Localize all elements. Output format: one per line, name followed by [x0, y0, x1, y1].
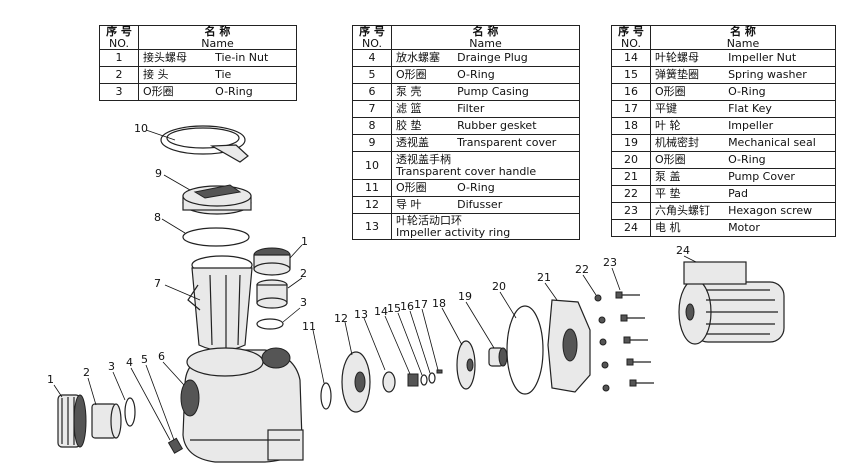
header-no: 序 号 NO.	[99, 24, 139, 51]
part-tie-left	[91, 403, 122, 439]
header-name: 名 称 Name	[391, 24, 580, 51]
callout-4: 4	[126, 356, 133, 369]
callout-16: 16	[400, 300, 414, 313]
part-pump-casing	[180, 347, 304, 463]
callout-10: 10	[134, 122, 148, 135]
callout-15: 15	[387, 302, 401, 315]
part-pump-cover	[547, 299, 591, 393]
part-impeller-nut	[407, 373, 419, 387]
callout-24: 24	[676, 244, 690, 257]
part-mechanical-seal	[488, 347, 508, 367]
part-impeller	[456, 340, 476, 390]
header-no: 序 号 NO.	[352, 24, 392, 51]
table-row: 2 接 头 Tie	[99, 66, 298, 85]
row-name-cn: 叶轮活动口环	[396, 214, 462, 228]
part-cover-handle	[160, 125, 249, 163]
part-rubber-gasket	[182, 227, 250, 247]
callout-7: 7	[154, 277, 161, 290]
part-hexagon-screws	[615, 291, 654, 387]
callout-12: 12	[334, 312, 348, 325]
part-tie-in-nut-left	[57, 394, 87, 448]
callout-1: 1	[301, 235, 308, 248]
callout-23: 23	[603, 256, 617, 269]
callout-20: 20	[492, 280, 506, 293]
callout-21: 21	[537, 271, 551, 284]
callout-3-left: 3	[108, 360, 115, 373]
callout-1-left: 1	[47, 373, 54, 386]
part-diffuser	[341, 351, 371, 413]
part-transparent-cover	[182, 184, 252, 215]
part-motor	[678, 261, 785, 345]
part-drain-plug	[167, 437, 184, 454]
table-row: 13 叶轮活动口环 Impeller activity ring	[352, 213, 580, 241]
leader-lines	[53, 129, 697, 441]
callout-9: 9	[155, 167, 162, 180]
header-no: 序 号 NO.	[611, 24, 651, 51]
callout-22: 22	[575, 263, 589, 276]
row-name-cn: 透视盖手柄	[396, 152, 451, 166]
part-tie-upper	[256, 279, 288, 309]
callout-18: 18	[432, 297, 446, 310]
part-impeller-ring	[382, 371, 396, 393]
header-name: 名 称 Name	[650, 24, 836, 51]
part-o-ring-20	[506, 305, 544, 395]
table-row: 3 O形圈 O-Ring	[99, 83, 298, 102]
row-name-en: Impeller activity ring	[396, 225, 511, 239]
part-filter-basket	[187, 255, 253, 352]
callout-2: 2	[300, 267, 307, 280]
callout-labels: 1 2 3 1 2 3 4 5 6 7 8 9 10 11 12 13 14 1…	[47, 122, 690, 386]
callout-14: 14	[374, 305, 388, 318]
callout-2-left: 2	[83, 366, 90, 379]
part-pads	[594, 294, 610, 392]
part-o-ring-16	[428, 372, 436, 384]
callout-19: 19	[458, 290, 472, 303]
callout-11: 11	[302, 320, 316, 333]
callout-5: 5	[141, 353, 148, 366]
callout-3: 3	[300, 296, 307, 309]
callout-6: 6	[158, 350, 165, 363]
part-tie-in-nut-upper	[253, 247, 291, 276]
callout-13: 13	[354, 308, 368, 321]
part-o-ring-11	[320, 382, 332, 410]
part-o-ring-left	[124, 397, 136, 427]
parts-table-left: 序 号 NO. 名 称 Name 1 接头螺母 Tie-in Nut 2 接 头…	[99, 24, 298, 102]
callout-8: 8	[154, 211, 161, 224]
row-name-en: Transparent cover handle	[396, 164, 537, 178]
part-spring-washer	[420, 374, 428, 386]
header-name: 名 称 Name	[138, 24, 297, 51]
part-o-ring-upper	[256, 318, 284, 330]
part-flat-key	[436, 369, 443, 374]
callout-17: 17	[414, 298, 428, 311]
